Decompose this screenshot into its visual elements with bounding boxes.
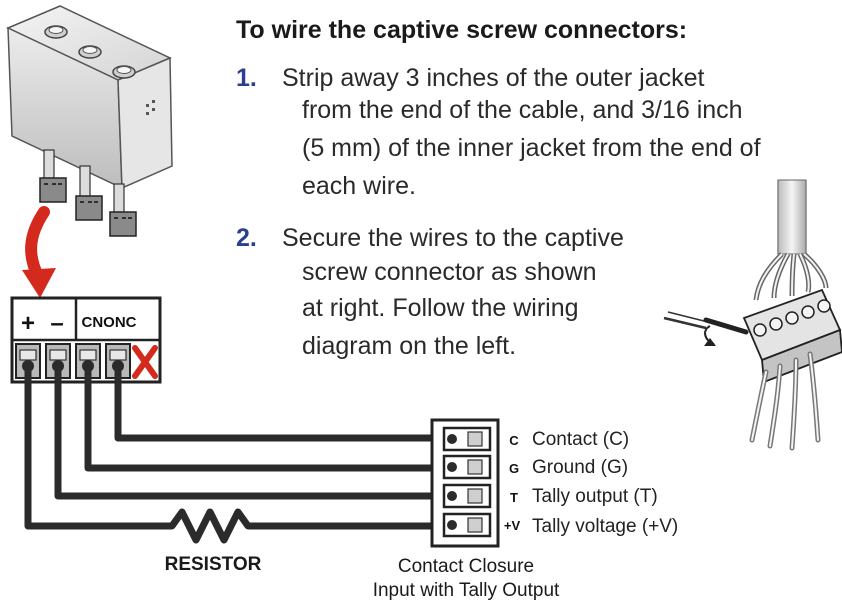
wire-contact xyxy=(114,360,444,442)
step-2-line-3: at right. Follow the wiring xyxy=(302,294,579,322)
plus-label: + xyxy=(21,310,35,337)
step-2-number: 2. xyxy=(236,224,257,252)
pin-code-g: G xyxy=(509,461,519,476)
instructions-heading: To wire the captive screw connectors: xyxy=(236,16,688,44)
connector-title-line-1: Contact Closure xyxy=(398,556,534,577)
wire-ground xyxy=(84,360,444,472)
step-2-line-4: diagram on the left. xyxy=(302,332,517,360)
screwdriver-icon xyxy=(663,311,749,346)
step-2-line-1: Secure the wires to the captive xyxy=(282,224,624,252)
step-1-line-2: from the end of the cable, and 3/16 inch xyxy=(302,96,743,124)
pin-code-v: +V xyxy=(504,518,521,533)
pin-code-t: T xyxy=(510,490,518,505)
wire-tally-voltage xyxy=(24,360,444,544)
pin-label-ground: Ground (G) xyxy=(532,457,628,478)
device-buttons xyxy=(44,25,136,79)
cable-illustration xyxy=(663,179,842,451)
step-1: 1. Strip away 3 inches of the outer jack… xyxy=(236,60,842,210)
connector-title-line-2: Input with Tally Output xyxy=(373,580,560,601)
pin-label-tally-output: Tally output (T) xyxy=(532,486,658,507)
pin-label-contact: Contact (C) xyxy=(532,429,629,450)
wires xyxy=(24,360,444,544)
right-connector: C Contact (C) G Ground (G) T Tally outpu… xyxy=(373,418,678,601)
step-1-line-4: each wire. xyxy=(302,172,416,200)
resistor-label: RESISTOR xyxy=(165,554,262,575)
x-mark-icon xyxy=(132,345,158,379)
device-illustration xyxy=(6,5,173,237)
step-1-line-1: Strip away 3 inches of the outer jacket xyxy=(282,64,705,92)
step-1-line-3: (5 mm) of the inner jacket from the end … xyxy=(302,134,761,162)
pin-code-c: C xyxy=(509,433,519,448)
wire-tally-output xyxy=(54,360,444,500)
curved-arrow-icon xyxy=(22,206,56,298)
step-2-line-2: screw connector as shown xyxy=(302,258,597,286)
screw-connector-illustration xyxy=(742,288,842,384)
step-2: 2. Secure the wires to the captive screw… xyxy=(236,220,716,370)
step-1-number: 1. xyxy=(236,64,257,92)
pin-label-tally-voltage: Tally voltage (+V) xyxy=(532,516,678,537)
minus-label: – xyxy=(50,310,63,337)
device-plugs xyxy=(39,177,137,237)
cnonc-label: CNONC xyxy=(82,314,137,331)
